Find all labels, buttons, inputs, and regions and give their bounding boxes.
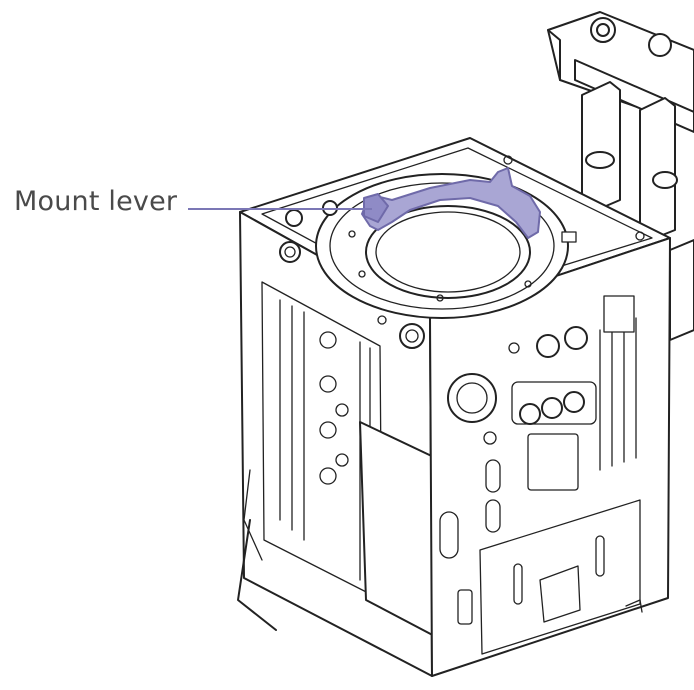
rod-rig bbox=[547, 11, 694, 341]
mount-lever-label: Mount lever bbox=[14, 186, 178, 217]
camera-right-side bbox=[429, 237, 671, 677]
mount-lever-highlight bbox=[361, 167, 541, 239]
